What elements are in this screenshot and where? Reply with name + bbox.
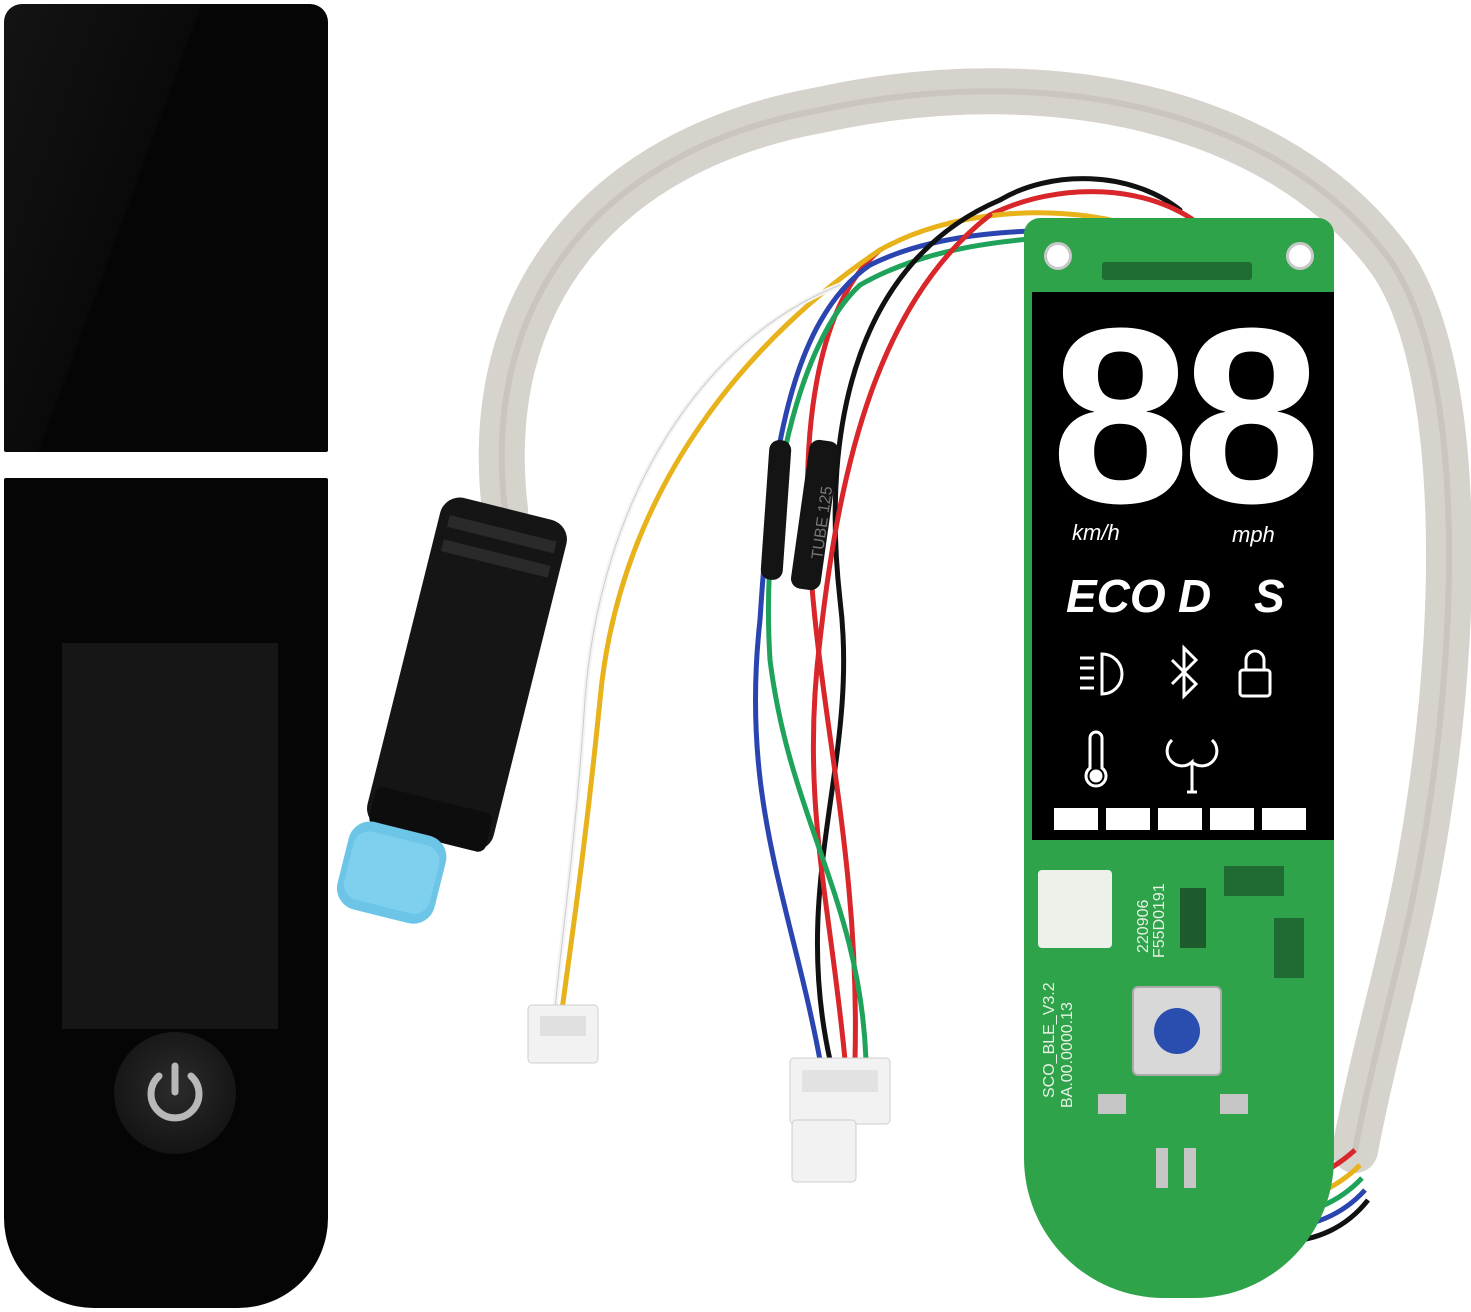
silkscreen-labels: F55D0191 220906 SCO_BLE_V3.2 BA.00.0000.… [1041,883,1168,1108]
battery-segment [1262,808,1306,830]
pin-header [1102,262,1252,280]
lcd-graphics: 88 km/h mph ECO D S [1051,276,1322,830]
lock-icon [1238,649,1272,698]
lcd-panel: 88 km/h mph ECO D S [1032,276,1334,840]
speed-digits: 88 [1051,292,1314,555]
chip-component [1180,888,1206,948]
wrench-icon [1165,738,1219,794]
solder-pad [1156,1148,1168,1188]
jst-connector-small [527,1004,599,1064]
tact-switch[interactable] [1132,986,1222,1076]
battery-segment [1158,808,1202,830]
mode-eco: ECO [1066,570,1166,622]
dashboard-cover-bottom [4,478,328,1308]
thermometer-icon [1084,730,1108,788]
silkscreen-line: SCO_BLE_V3.2 [1041,982,1058,1098]
jst-connector-large [789,1057,891,1183]
heatshrink-sleeve [791,439,839,591]
smd-component [1274,918,1304,978]
white-pad [1038,870,1112,948]
waterproof-connector [336,497,567,924]
battery-segment [1054,808,1098,830]
solder-pad [1184,1148,1196,1188]
silkscreen-line: BA.00.0000.13 [1059,1002,1076,1108]
unit-kmh: km/h [1072,520,1120,545]
mode-s: S [1254,570,1285,622]
pcb-board: 88 km/h mph ECO D S [1024,218,1334,1298]
battery-segment [1210,808,1254,830]
battery-segment [1106,808,1150,830]
switch-cap[interactable] [1154,1008,1200,1054]
solder-pad [1220,1094,1248,1114]
battery-bars [1054,808,1306,830]
unit-mph: mph [1232,522,1275,547]
mount-hole [1286,242,1314,270]
dashboard-cover-top [4,4,328,452]
headlight-icon [1080,652,1124,696]
power-icon [147,1062,203,1122]
smd-component [1224,866,1284,896]
silkscreen-line: F55D0191 [1151,883,1168,958]
cover-screen-window [62,643,278,1029]
power-button[interactable] [114,1032,236,1154]
silkscreen-line: 220906 [1135,900,1152,953]
mount-hole [1044,242,1072,270]
mode-d: D [1178,570,1211,622]
solder-pad [1098,1094,1126,1114]
bluetooth-icon [1170,644,1199,700]
cover-reflection [4,4,328,452]
